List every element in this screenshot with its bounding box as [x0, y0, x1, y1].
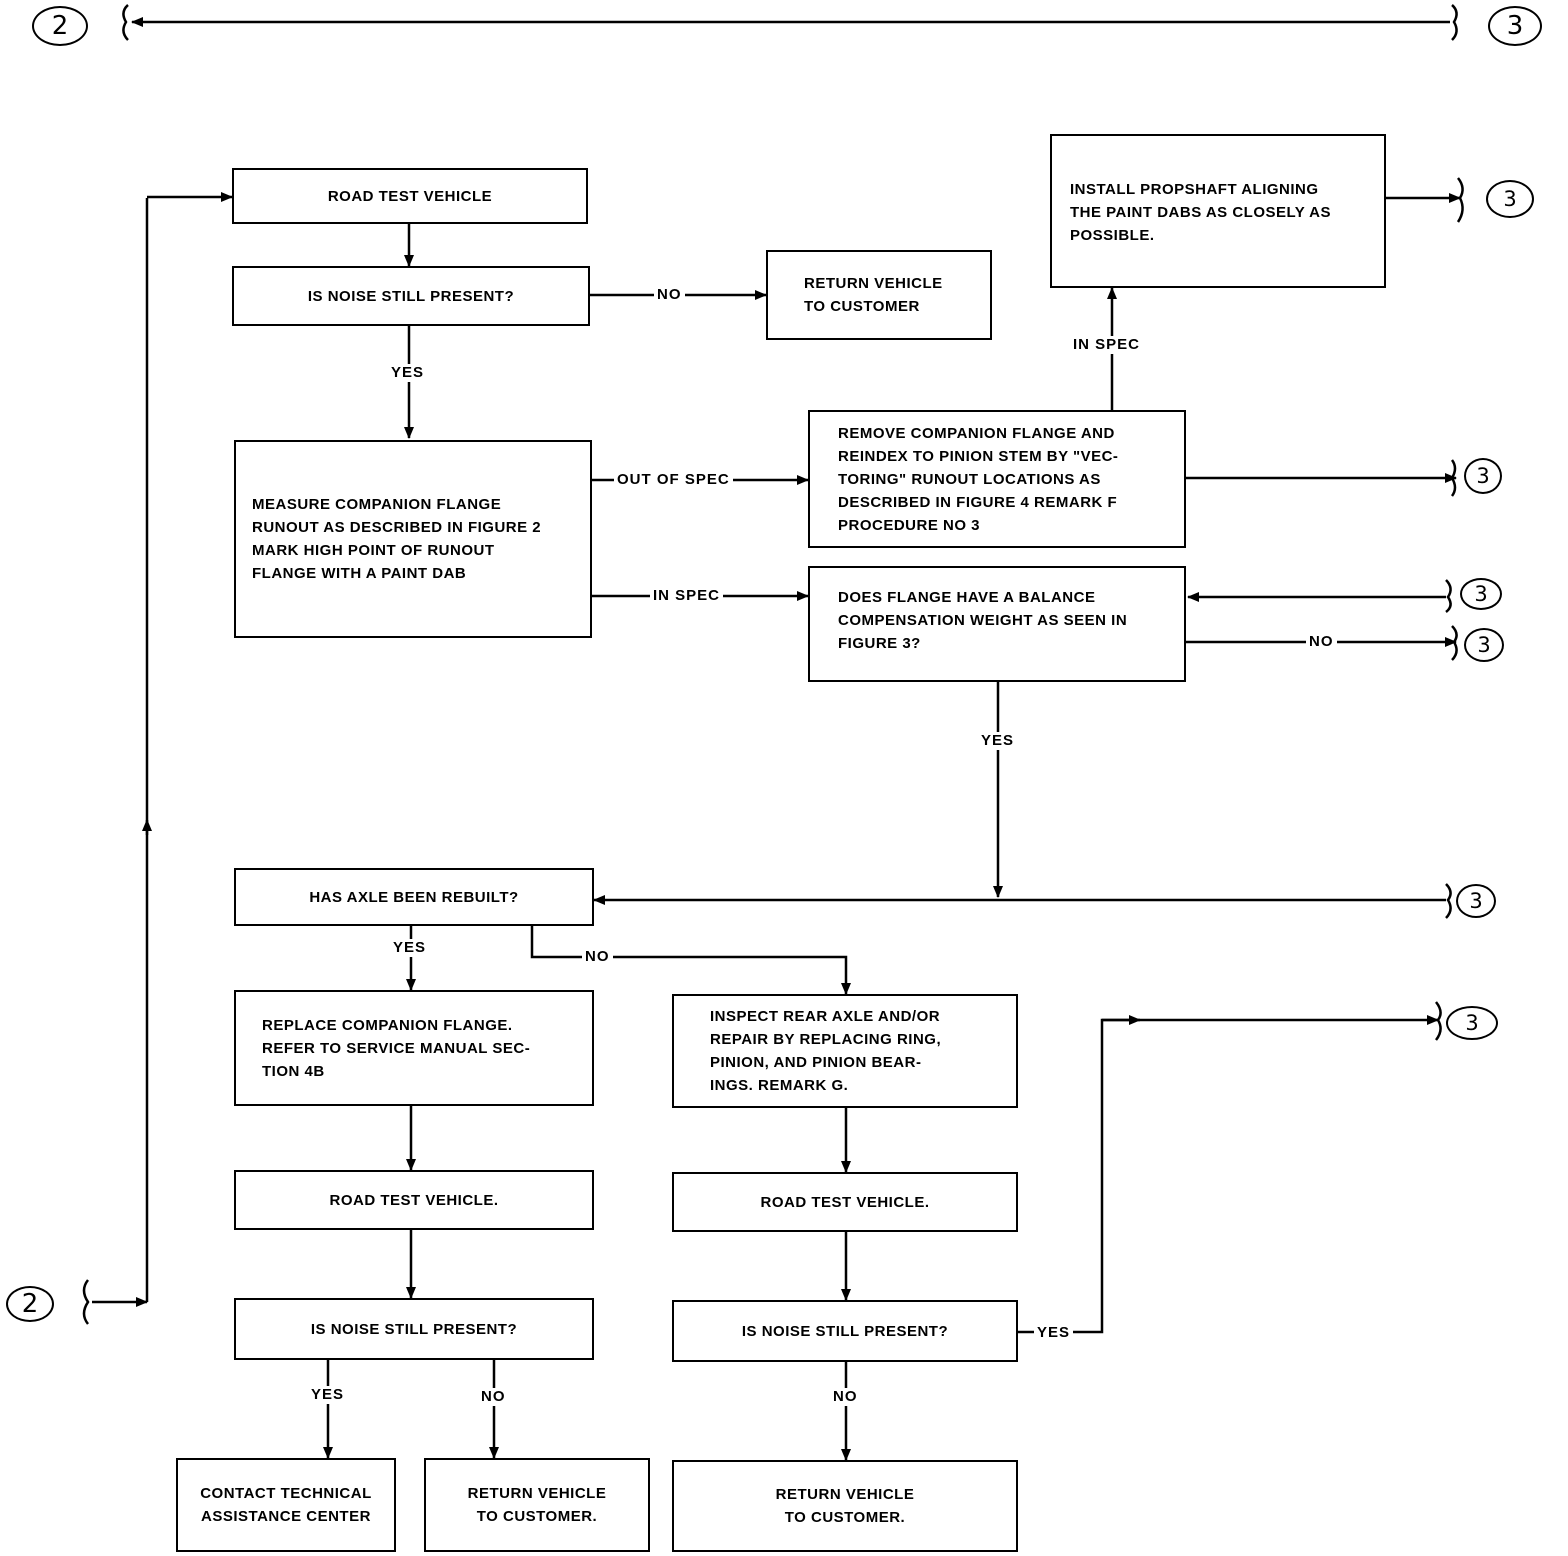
label-yes-noise3: YES [1034, 1324, 1074, 1342]
brace-balance-no [1451, 625, 1458, 661]
connector-3-remove: 3 [1464, 458, 1502, 494]
label-no-balance: NO [1306, 633, 1337, 651]
label-yes-contact: YES [308, 1386, 348, 1404]
brace-top-left [122, 4, 129, 41]
label-no-return2: NO [478, 1388, 509, 1406]
contact-center-box: CONTACT TECHNICAL ASSISTANCE CENTER [176, 1458, 396, 1552]
return-vehicle-box-1: RETURN VEHICLE TO CUSTOMER [766, 250, 992, 340]
connector-3-install: 3 [1486, 180, 1534, 218]
label-yes-measure: YES [388, 364, 428, 382]
label-in-spec-install: IN SPEC [1070, 336, 1144, 354]
brace-noise3 [1434, 1001, 1442, 1041]
brace-bottom-left [82, 1279, 90, 1325]
brace-top-right [1451, 4, 1458, 41]
label-yes-balance: YES [978, 732, 1018, 750]
arrow-axle-inspect [530, 924, 851, 995]
return-vehicle-box-2: RETURN VEHICLE TO CUSTOMER. [424, 1458, 650, 1552]
brace-balance-in [1445, 579, 1452, 613]
connector-3-noise3: 3 [1446, 1006, 1498, 1040]
noise-check-box-3: IS NOISE STILL PRESENT? [672, 1300, 1018, 1362]
label-yes-replace: YES [390, 939, 430, 957]
label-out-of-spec: OUT OF SPEC [614, 471, 733, 489]
install-propshaft-box: INSTALL PROPSHAFT ALIGNING THE PAINT DAB… [1050, 134, 1386, 288]
label-no-return1: NO [654, 286, 685, 304]
brace-axle [1445, 883, 1452, 919]
return-vehicle-box-3: RETURN VEHICLE TO CUSTOMER. [672, 1460, 1018, 1552]
connector-3-top: 3 [1488, 6, 1542, 46]
replace-flange-box: REPLACE COMPANION FLANGE. REFER TO SERVI… [234, 990, 594, 1106]
connector-3-balance-in: 3 [1460, 578, 1502, 610]
remove-flange-box: REMOVE COMPANION FLANGE AND REINDEX TO P… [808, 410, 1186, 548]
label-in-spec-balance: IN SPEC [650, 587, 724, 605]
noise-check-box-2: IS NOISE STILL PRESENT? [234, 1298, 594, 1360]
arrow-noise3-yes-3 [1018, 1015, 1439, 1334]
axle-rebuilt-box: HAS AXLE BEEN REBUILT? [234, 868, 594, 926]
road-test-box-1: ROAD TEST VEHICLE [232, 168, 588, 224]
connector-3-balance-no: 3 [1464, 628, 1504, 662]
label-no-return3: NO [830, 1388, 861, 1406]
connector-3-axle: 3 [1456, 884, 1496, 918]
road-test-box-3: ROAD TEST VEHICLE. [672, 1172, 1018, 1232]
connector-2-bottom: 2 [6, 1286, 54, 1322]
measure-runout-box: MEASURE COMPANION FLANGE RUNOUT AS DESCR… [234, 440, 592, 638]
balance-weight-box: DOES FLANGE HAVE A BALANCE COMPENSATION … [808, 566, 1186, 682]
connector-2-top: 2 [32, 6, 88, 46]
noise-check-box-1: IS NOISE STILL PRESENT? [232, 266, 590, 326]
road-test-box-2: ROAD TEST VEHICLE. [234, 1170, 594, 1230]
brace-remove [1450, 459, 1457, 497]
inspect-axle-box: INSPECT REAR AXLE AND/OR REPAIR BY REPLA… [672, 994, 1018, 1108]
label-no-inspect: NO [582, 948, 613, 966]
brace-install [1456, 177, 1464, 223]
